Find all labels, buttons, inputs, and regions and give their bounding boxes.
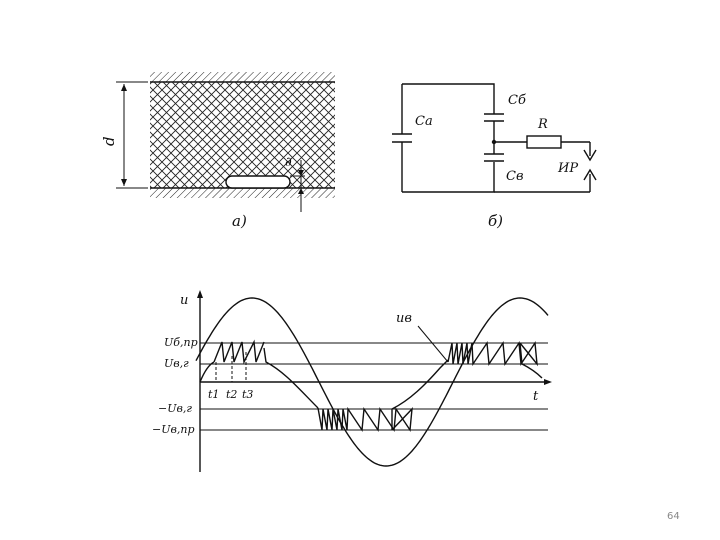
top-electrode — [150, 72, 335, 82]
void-voltage-curve — [199, 342, 543, 430]
panel-a-caption: а) — [232, 212, 247, 230]
label-ub-g: Uв,г — [164, 357, 189, 370]
time-mark-t2: t2 — [226, 388, 237, 401]
cb-label: Cб — [508, 93, 526, 108]
discharge-pulses-positive-1 — [213, 339, 265, 365]
ir-label: ИР — [557, 161, 578, 176]
gas-void — [225, 175, 291, 189]
page-number: 64 — [667, 511, 680, 522]
curve-label: uв — [396, 311, 412, 326]
panel-b: Cа Cб Cв R ИР б) — [392, 83, 597, 230]
applied-voltage-curve — [195, 297, 549, 467]
discharge-pulses-positive-2 — [447, 340, 538, 367]
ca-label: Cа — [415, 114, 433, 129]
dielectric-layer — [150, 82, 335, 188]
panel-b-caption: б) — [488, 212, 503, 230]
thickness-label: d — [100, 136, 118, 146]
resistor-r — [526, 135, 562, 149]
x-axis-label: t — [533, 389, 539, 404]
discharge-pulses-negative — [317, 406, 413, 433]
capacitor-cv — [484, 153, 504, 162]
label-neg-ub-g: −Uв,г — [158, 402, 192, 415]
time-mark-t3: t3 — [242, 388, 253, 401]
cv-label: Cв — [506, 169, 524, 184]
time-mark-t1: t1 — [208, 388, 219, 401]
capacitor-cb — [484, 113, 504, 154]
label-ub-pr: Uб,пр — [164, 336, 198, 349]
void-label: ∂ — [285, 155, 292, 170]
bottom-electrode — [150, 188, 335, 198]
capacitor-ca — [392, 133, 412, 143]
label-neg-ub-pr: −Uв,пр — [152, 423, 195, 436]
y-axis-label: u — [180, 293, 188, 308]
r-label: R — [537, 117, 548, 132]
discharge-graph: u t Uб,пр Uв,г −Uв,г −Uв,пр t1 t2 t3 uв — [152, 290, 552, 472]
panel-a: d ∂ а) — [100, 72, 335, 230]
